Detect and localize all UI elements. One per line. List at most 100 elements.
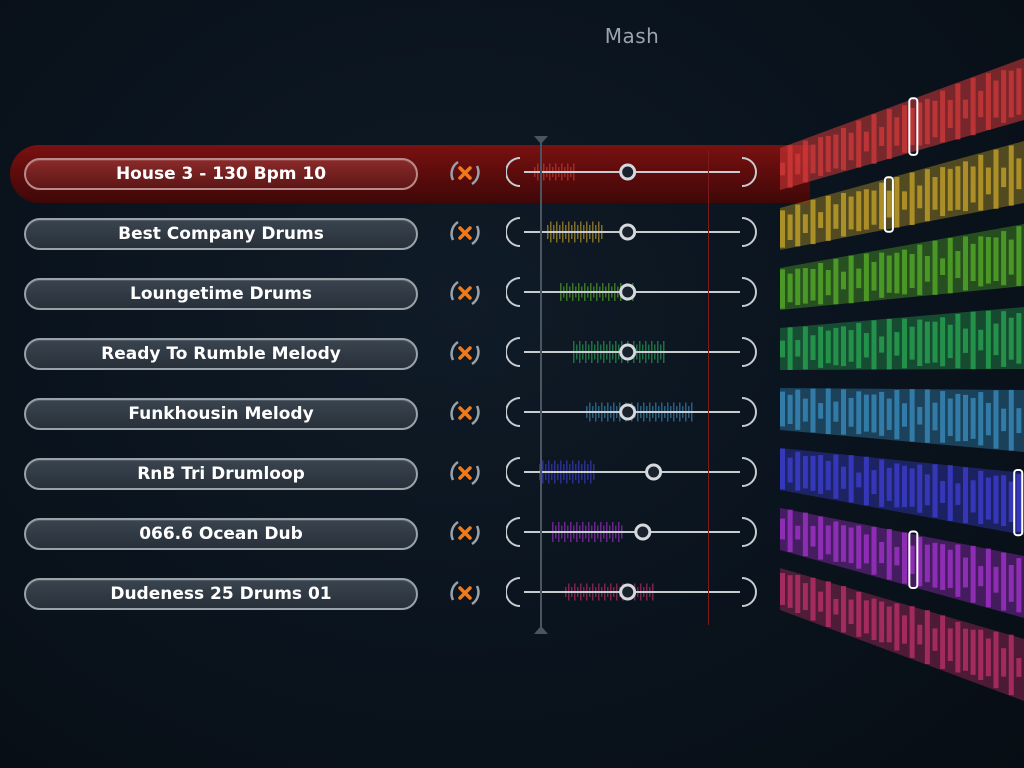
waveform-position-marker[interactable] <box>908 97 919 156</box>
waveform-bar <box>955 166 961 210</box>
close-x-icon <box>450 400 480 426</box>
waveform-bar <box>955 621 961 673</box>
slider-right-bracket <box>741 277 757 307</box>
track-name-button[interactable]: 066.6 Ocean Dub <box>24 518 418 550</box>
waveform-position-marker[interactable] <box>1013 469 1024 537</box>
waveform-position-marker[interactable] <box>883 176 894 233</box>
waveform-bar <box>780 340 785 358</box>
waveform-bar <box>833 454 839 499</box>
track-position-slider[interactable] <box>505 454 758 490</box>
waveform-bar <box>902 465 907 508</box>
slider-right-bracket <box>741 517 757 547</box>
track-row[interactable]: Best Company Drums <box>0 204 780 264</box>
waveform-bar <box>978 236 984 287</box>
waveform-bar <box>863 600 869 634</box>
waveform-bar <box>993 566 999 593</box>
track-name-button[interactable]: Best Company Drums <box>24 218 418 250</box>
close-x-icon <box>450 280 480 306</box>
waveform-position-marker[interactable] <box>908 530 919 590</box>
waveform-bar <box>978 329 984 351</box>
waveform-bar <box>787 145 793 188</box>
slider-knob[interactable] <box>619 583 637 601</box>
waveform-bar <box>917 406 923 425</box>
waveform-bar <box>970 629 976 675</box>
remove-track-button[interactable] <box>448 336 482 370</box>
remove-track-button[interactable] <box>448 456 482 490</box>
waveform-bar <box>810 144 816 174</box>
waveform-bar <box>879 391 885 436</box>
track-row[interactable]: Dudeness 25 Drums 01 <box>0 564 780 624</box>
track-name-button[interactable]: Funkhousin Melody <box>24 398 418 430</box>
waveform-bar <box>879 182 885 230</box>
track-name-button[interactable]: RnB Tri Drumloop <box>24 458 418 490</box>
waveform-bar <box>894 546 900 566</box>
track-position-slider[interactable] <box>505 394 758 430</box>
waveform-bar <box>932 177 938 210</box>
remove-track-button[interactable] <box>448 216 482 250</box>
waveform-bar <box>833 327 839 366</box>
waveform-bar <box>856 391 862 435</box>
waveform-bar <box>1001 648 1007 677</box>
slider-knob[interactable] <box>619 223 637 241</box>
waveform-bar <box>1016 474 1022 532</box>
slider-right-bracket <box>741 217 757 247</box>
waveform-bar <box>810 335 816 361</box>
waveform-bar <box>924 474 930 506</box>
track-row[interactable]: Funkhousin Melody <box>0 384 780 444</box>
slider-knob[interactable] <box>645 463 663 481</box>
waveform-bar <box>810 268 816 301</box>
track-name-button[interactable]: Dudeness 25 Drums 01 <box>24 578 418 610</box>
remove-track-button[interactable] <box>448 396 482 430</box>
waveform-bar <box>955 313 961 369</box>
waveform-bar <box>932 542 938 588</box>
track-position-slider[interactable] <box>505 274 758 310</box>
remove-track-button[interactable] <box>448 516 482 550</box>
track-position-slider[interactable] <box>505 214 758 250</box>
slider-knob[interactable] <box>619 403 637 421</box>
slider-knob[interactable] <box>619 163 637 181</box>
waveform-bar <box>848 330 854 362</box>
track-name-button[interactable]: House 3 - 130 Bpm 10 <box>24 158 418 190</box>
waveform-bar <box>848 196 854 230</box>
close-x-icon <box>450 580 480 606</box>
track-row[interactable]: Ready To Rumble Melody <box>0 324 780 384</box>
track-name-button[interactable]: Loungetime Drums <box>24 278 418 310</box>
track-row[interactable]: RnB Tri Drumloop <box>0 444 780 504</box>
track-position-slider[interactable] <box>505 334 758 370</box>
remove-track-button[interactable] <box>448 576 482 610</box>
waveform-bar <box>970 397 976 439</box>
track-name-button[interactable]: Ready To Rumble Melody <box>24 338 418 370</box>
waveform-bar <box>863 394 869 432</box>
waveform-3d-view[interactable] <box>780 0 1024 768</box>
waveform-bar <box>841 127 846 171</box>
waveform-bar <box>848 527 854 564</box>
track-row[interactable]: House 3 - 130 Bpm 10 <box>0 144 780 204</box>
waveform-bar <box>985 167 991 195</box>
remove-track-button[interactable] <box>448 276 482 310</box>
track-position-slider[interactable] <box>505 154 758 190</box>
track-row[interactable]: Loungetime Drums <box>0 264 780 324</box>
waveform-bar <box>924 98 930 145</box>
waveform-bar <box>947 237 953 294</box>
waveform-bar <box>940 480 946 503</box>
slider-knob[interactable] <box>634 523 652 541</box>
track-position-slider[interactable] <box>505 514 758 550</box>
waveform-bar <box>848 455 854 503</box>
waveform-bar <box>825 460 831 491</box>
waveform-bar <box>902 318 907 369</box>
slider-track-graphic <box>505 577 757 607</box>
waveform-bar <box>1001 231 1007 286</box>
slider-knob[interactable] <box>619 283 637 301</box>
waveform-bar <box>856 472 862 488</box>
waveform-bar <box>879 336 885 353</box>
playhead-line[interactable] <box>534 136 548 634</box>
track-row[interactable]: 066.6 Ocean Dub <box>0 504 780 564</box>
waveform-bar <box>978 470 984 525</box>
waveform-bar <box>993 475 999 524</box>
waveform-bar <box>879 252 885 298</box>
remove-track-button[interactable] <box>448 156 482 190</box>
waveform-bar <box>947 324 953 359</box>
track-position-slider[interactable] <box>505 574 758 610</box>
slider-knob[interactable] <box>619 343 637 361</box>
close-x-icon <box>450 340 480 366</box>
